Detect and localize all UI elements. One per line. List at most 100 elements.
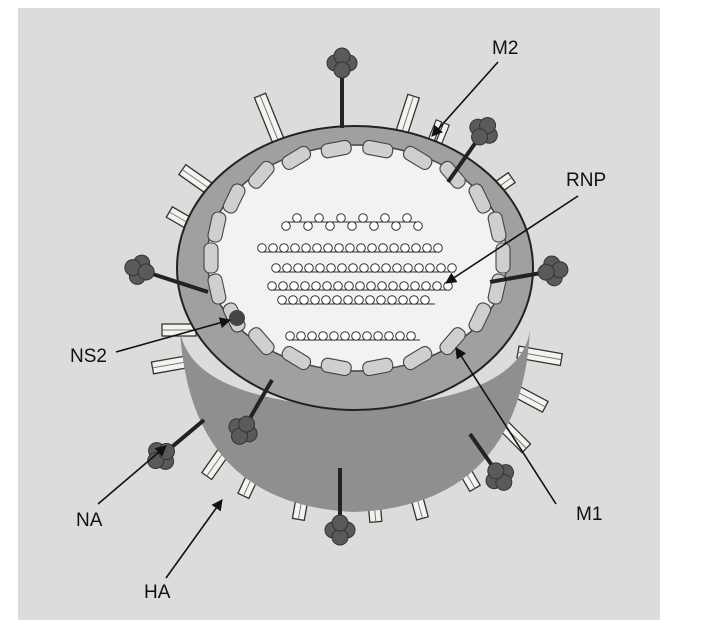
rnp-bead [313,244,322,253]
rnp-bead [326,222,335,231]
rnp-bead [308,332,317,341]
label-rnp: RNP [566,170,606,191]
rnp-bead [356,282,365,291]
rnp-bead [258,244,267,253]
rnp-bead [433,282,442,291]
rnp-bead [371,264,380,273]
rnp-bead [290,282,299,291]
rnp-bead [334,282,343,291]
rnp-bead [381,214,390,223]
m1-block [496,243,510,273]
rnp-bead [272,264,281,273]
rnp-bead [378,282,387,291]
rnp-bead [401,244,410,253]
rnp-bead [399,296,408,305]
rnp-bead [359,214,368,223]
rnp-bead [407,332,416,341]
rnp-bead [322,296,331,305]
rnp-bead [360,264,369,273]
rnp-bead [422,282,431,291]
rnp-bead [437,264,446,273]
rnp-bead [368,244,377,253]
rnp-bead [392,222,401,231]
rnp-bead [357,244,366,253]
rnp-bead [315,214,324,223]
rnp-bead [330,332,339,341]
label-m2: M2 [492,38,518,59]
rnp-bead [344,296,353,305]
rnp-bead [294,264,303,273]
rnp-bead [423,244,432,253]
label-ha: HA [144,582,171,603]
rnp-bead [382,264,391,273]
rnp-bead [363,332,372,341]
rnp-bead [434,244,443,253]
rnp-bead [448,264,457,273]
rnp-bead [293,214,302,223]
rnp-bead [289,296,298,305]
rnp-bead [341,332,350,341]
rnp-bead [278,296,287,305]
rnp-bead [355,296,364,305]
rnp-bead [352,332,361,341]
rnp-bead [280,244,289,253]
rnp-bead [403,214,412,223]
rnp-bead [305,264,314,273]
rnp-bead [316,264,325,273]
label-m1: M1 [576,504,602,525]
rnp-bead [404,264,413,273]
rnp-bead [324,244,333,253]
rnp-bead [319,332,328,341]
rnp-bead [286,332,295,341]
rnp-bead [345,282,354,291]
rnp-bead [323,282,332,291]
rnp-bead [410,296,419,305]
rnp-bead [426,264,435,273]
rnp-bead [393,264,402,273]
rnp-bead [268,282,277,291]
rnp-bead [302,244,311,253]
rnp-bead [366,296,375,305]
rnp-bead [388,296,397,305]
rnp-bead [297,332,306,341]
rnp-bead [279,282,288,291]
rnp-bead [291,244,300,253]
rnp-bead [411,282,420,291]
m1-block [204,243,218,273]
rnp-bead [304,222,313,231]
rnp-bead [301,282,310,291]
rnp-bead [346,244,355,253]
rnp-bead [338,264,347,273]
rnp-bead [327,264,336,273]
rnp-bead [269,244,278,253]
rnp-bead [400,282,409,291]
rnp-bead [311,296,320,305]
rnp-bead [396,332,405,341]
rnp-bead [312,282,321,291]
rnp-bead [390,244,399,253]
rnp-bead [337,214,346,223]
rnp-bead [389,282,398,291]
label-na: NA [76,510,103,531]
rnp-bead [348,222,357,231]
rnp-bead [335,244,344,253]
label-ns2: NS2 [70,346,107,367]
rnp-bead [374,332,383,341]
rnp-bead [379,244,388,253]
rnp-bead [349,264,358,273]
rnp-bead [414,222,423,231]
rnp-bead [415,264,424,273]
rnp-bead [300,296,309,305]
rnp-bead [412,244,421,253]
rnp-bead [377,296,386,305]
rnp-bead [444,282,453,291]
rnp-bead [283,264,292,273]
ns2-protein [229,310,245,326]
rnp-bead [367,282,376,291]
rnp-bead [421,296,430,305]
rnp-bead [370,222,379,231]
rnp-bead [333,296,342,305]
rnp-bead [282,222,291,231]
rnp-bead [385,332,394,341]
